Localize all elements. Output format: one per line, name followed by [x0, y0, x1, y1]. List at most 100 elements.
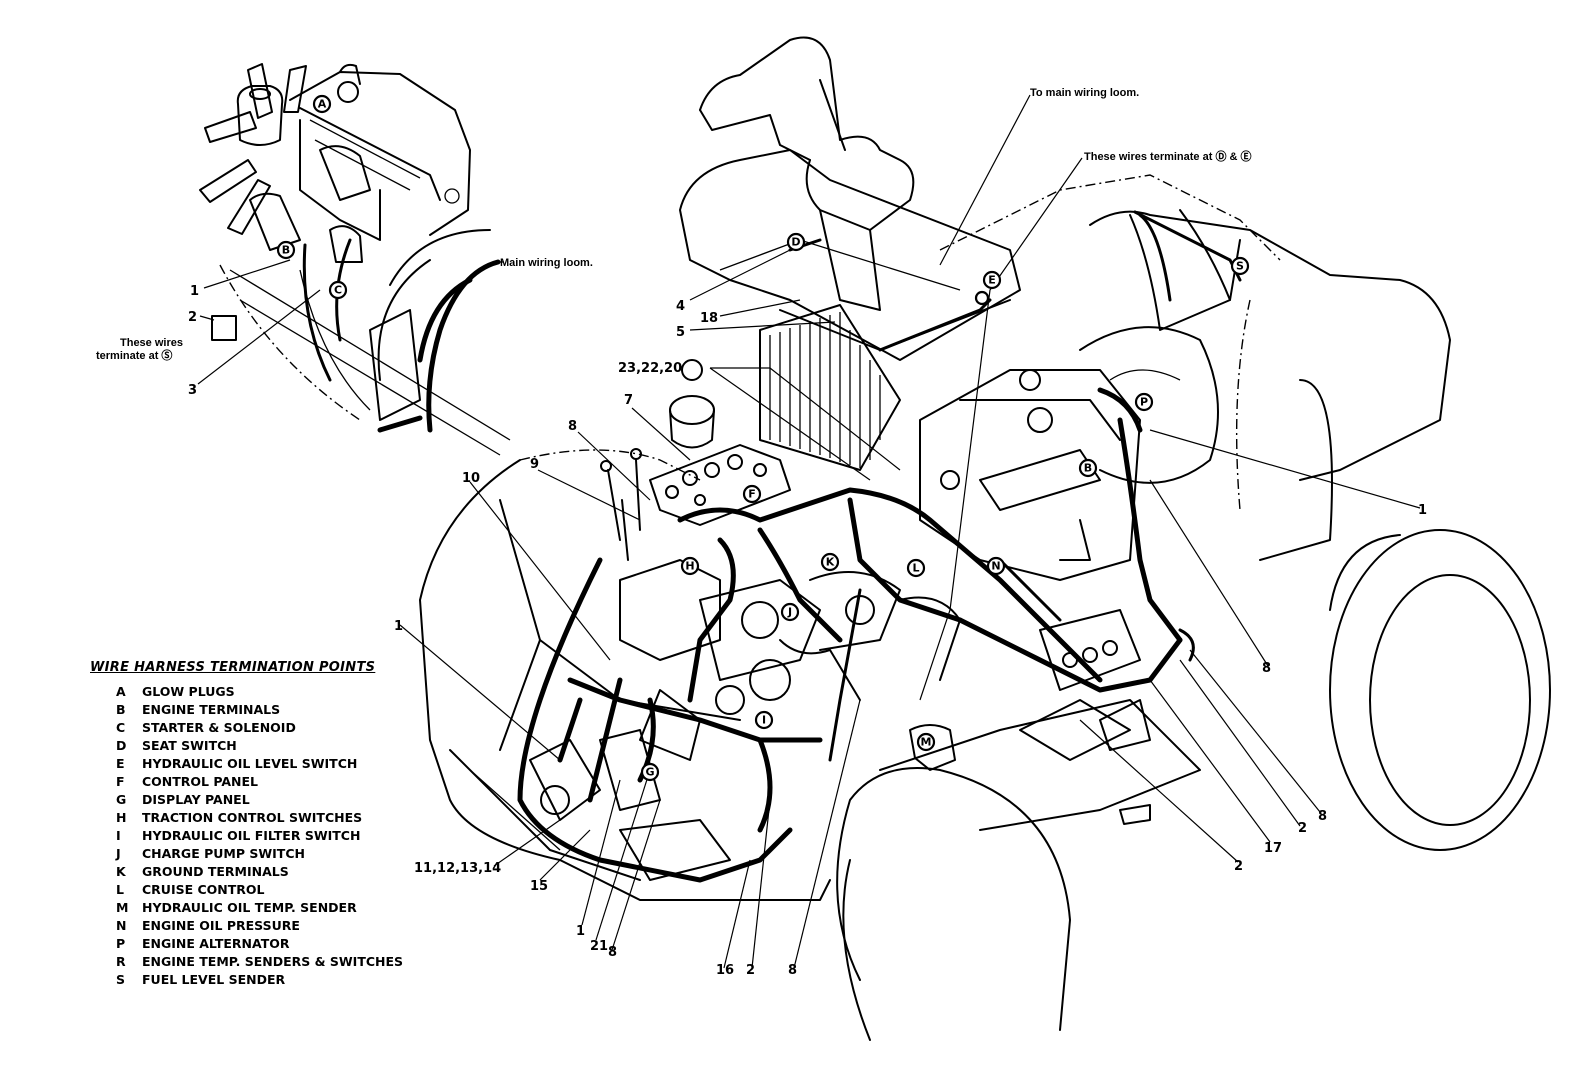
legend-label: ENGINE ALTERNATOR	[142, 936, 290, 951]
legend-title: WIRE HARNESS TERMINATION POINTS	[90, 660, 376, 675]
callout-5: 5	[676, 325, 685, 340]
note-wires-terminate-s-line1: These wires	[120, 337, 183, 349]
legend-key: S	[116, 972, 126, 987]
tag-m: M	[916, 732, 936, 752]
main-machine-drawing	[399, 36, 1551, 1041]
svg-text:C: C	[334, 284, 342, 297]
tag-j: J	[780, 602, 800, 622]
legend-key: N	[116, 918, 127, 933]
svg-text:F: F	[748, 488, 756, 501]
callout-numbers: 1 2 3 4 18 5 23,22,20 7 8 9 10 1 1 8 8 2…	[188, 284, 1427, 978]
legend-item: S FUEL LEVEL SENDER	[90, 971, 450, 989]
callout-1-bottom: 1	[576, 924, 585, 939]
tag-f: F	[742, 484, 762, 504]
callout-2-mid: 2	[1234, 859, 1243, 874]
legend-item: P ENGINE ALTERNATOR	[90, 935, 450, 953]
legend-key: D	[116, 738, 127, 753]
tag-h: H	[680, 556, 700, 576]
legend-label: TRACTION CONTROL SWITCHES	[142, 810, 363, 825]
svg-text:S: S	[1236, 260, 1244, 273]
callout-8-bottom: 8	[608, 945, 617, 960]
callout-21: 21	[590, 939, 608, 954]
callout-2-right: 2	[1298, 821, 1307, 836]
callout-9: 9	[530, 457, 539, 472]
svg-text:H: H	[685, 560, 694, 573]
legend: WIRE HARNESS TERMINATION POINTS A GLOW PL…	[90, 660, 450, 989]
note-wires-terminate-d-e: These wires terminate at Ⓓ & Ⓔ	[1084, 149, 1252, 163]
callout-inset-1: 1	[190, 284, 199, 299]
callout-10: 10	[462, 471, 480, 486]
note-wires-terminate-s-line2: terminate at Ⓢ	[96, 348, 172, 362]
inset-engine-drawing	[197, 63, 511, 456]
legend-label: GLOW PLUGS	[142, 684, 235, 699]
legend-label: HYDRAULIC OIL TEMP. SENDER	[142, 900, 357, 915]
tag-b-inset: B	[276, 240, 296, 260]
legend-label: SEAT SWITCH	[142, 738, 237, 753]
tag-n: N	[986, 556, 1006, 576]
legend-label: CRUISE CONTROL	[142, 882, 265, 897]
legend-item: C STARTER & SOLENOID	[90, 719, 450, 737]
callout-inset-3: 3	[188, 383, 197, 398]
legend-item: F CONTROL PANEL	[90, 773, 450, 791]
callout-4: 4	[676, 299, 685, 314]
callout-18: 18	[700, 311, 718, 326]
legend-key: P	[116, 936, 126, 951]
svg-text:L: L	[912, 562, 919, 575]
legend-label: ENGINE TERMINALS	[142, 702, 281, 717]
legend-key: E	[116, 756, 125, 771]
tag-k: K	[820, 552, 840, 572]
callout-16: 16	[716, 963, 734, 978]
callout-8-right2: 8	[1318, 809, 1327, 824]
legend-item: N ENGINE OIL PRESSURE	[90, 917, 450, 935]
legend-key: G	[116, 792, 127, 807]
svg-text:I: I	[762, 714, 766, 727]
svg-text:N: N	[991, 560, 1000, 573]
legend-key: J	[116, 846, 121, 861]
legend-label: FUEL LEVEL SENDER	[142, 972, 286, 987]
tag-b: B	[1078, 458, 1098, 478]
tag-e-2	[974, 290, 990, 306]
callout-7: 7	[624, 393, 633, 408]
legend-item: D SEAT SWITCH	[90, 737, 450, 755]
callout-8-right: 8	[1262, 661, 1271, 676]
tag-d: D	[786, 232, 806, 252]
svg-text:B: B	[282, 244, 290, 257]
termination-tags: A B C D E S F P B H K L N J I G M	[276, 94, 1250, 782]
legend-key: F	[116, 774, 125, 789]
legend-label: STARTER & SOLENOID	[142, 720, 296, 735]
svg-text:B: B	[1084, 462, 1092, 475]
legend-label: HYDRAULIC OIL LEVEL SWITCH	[142, 756, 358, 771]
annotations: Main wiring loom. To main wiring loom. T…	[96, 87, 1252, 362]
tag-c-inset: C	[328, 280, 348, 300]
tag-l: L	[906, 558, 926, 578]
legend-item: I HYDRAULIC OIL FILTER SWITCH	[90, 827, 450, 845]
legend-label: ENGINE OIL PRESSURE	[142, 918, 300, 933]
radiator-fins	[769, 312, 881, 468]
legend-item: E HYDRAULIC OIL LEVEL SWITCH	[90, 755, 450, 773]
legend-key: C	[116, 720, 126, 735]
callout-2-bottom: 2	[746, 963, 755, 978]
legend-label: HYDRAULIC OIL FILTER SWITCH	[142, 828, 361, 843]
legend-key: I	[116, 828, 121, 843]
callout-23-22-20: 23,22,20	[618, 361, 682, 376]
svg-text:P: P	[1140, 396, 1148, 409]
note-main-wiring-loom: Main wiring loom.	[500, 257, 593, 269]
callout-8-bottom2: 8	[788, 963, 797, 978]
tag-e: E	[982, 270, 1002, 290]
legend-label: DISPLAY PANEL	[142, 792, 250, 807]
legend-key: R	[116, 954, 126, 969]
legend-label: CONTROL PANEL	[142, 774, 259, 789]
svg-text:M: M	[921, 736, 932, 749]
tag-i: I	[754, 710, 774, 730]
legend-key: A	[116, 684, 126, 699]
legend-item: G DISPLAY PANEL	[90, 791, 450, 809]
svg-text:G: G	[645, 766, 654, 779]
